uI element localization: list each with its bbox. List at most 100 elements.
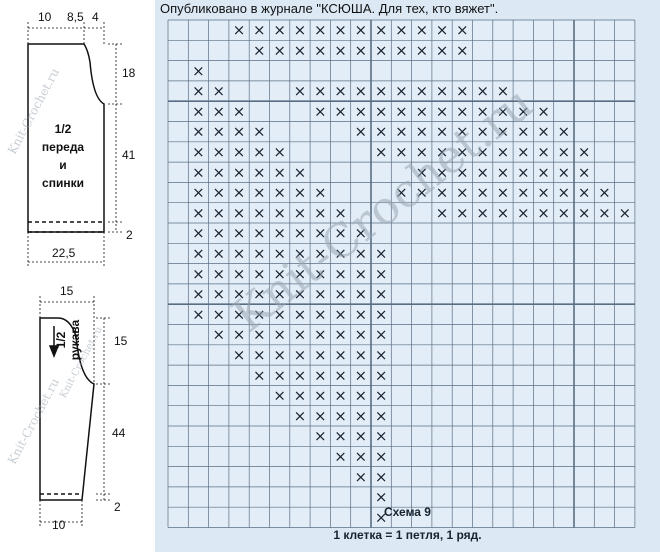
stitch-cross-mark: × [273,366,286,384]
stitch-cross-mark: × [233,184,246,202]
body-pattern-piece [27,43,105,233]
scheme-title: Схема 9 [384,505,431,519]
stitch-cross-mark: × [253,285,266,303]
sleeve-dim-top: 15 [60,284,74,298]
stitch-cross-mark: × [497,102,510,120]
stitch-cross-mark: × [273,41,286,59]
stitch-cross-mark: × [436,123,449,141]
stitch-cross-mark: × [334,387,347,405]
stitch-cross-mark: × [334,204,347,222]
sleeve-dim-height-2: 44 [112,426,126,440]
stitch-cross-mark: × [294,163,307,181]
stitch-cross-mark: × [314,21,327,39]
stitch-cross-mark: × [233,204,246,222]
stitch-cross-mark: × [355,102,368,120]
body-label-line-3: и [59,158,67,172]
sleeve-dim-bottom: 10 [52,518,66,532]
stitch-cross-mark: × [436,102,449,120]
stitch-cross-mark: × [355,82,368,100]
stitch-cross-mark: × [233,163,246,181]
dim-height-1: 18 [122,66,136,80]
stitch-cross-mark: × [375,285,388,303]
stitch-cross-mark: × [233,143,246,161]
stitch-cross-mark: × [456,102,469,120]
stitch-cross-mark: × [355,224,368,242]
stitch-cross-mark: × [334,224,347,242]
stitch-cross-mark: × [558,143,571,161]
stitch-cross-mark: × [355,326,368,344]
stitch-cross-mark: × [334,407,347,425]
stitch-cross-mark: × [334,447,347,465]
stitch-cross-mark: × [192,143,205,161]
stitch-cross-mark: × [294,224,307,242]
stitch-cross-mark: × [476,123,489,141]
stitch-cross-mark: × [334,265,347,283]
stitch-cross-mark: × [456,163,469,181]
stitch-cross-mark: × [375,21,388,39]
stitch-cross-mark: × [436,163,449,181]
stitch-cross-mark: × [314,326,327,344]
stitch-cross-mark: × [273,184,286,202]
stitch-cross-mark: × [517,163,530,181]
stitch-cross-mark: × [537,163,550,181]
stitch-cross-mark: × [212,204,225,222]
stitch-cross-mark: × [334,285,347,303]
stitch-cross-mark: × [314,305,327,323]
stitch-cross-mark: × [456,204,469,222]
dim-top-3: 4 [92,10,99,24]
stitch-cross-mark: × [375,346,388,364]
stitch-cross-mark: × [273,224,286,242]
stitch-cross-mark: × [294,285,307,303]
stitch-cross-mark: × [334,82,347,100]
stitch-cross-mark: × [537,204,550,222]
stitch-cross-mark: × [395,102,408,120]
stitch-cross-mark: × [415,41,428,59]
stitch-cross-mark: × [415,143,428,161]
stitch-cross-mark: × [558,163,571,181]
stitch-cross-mark: × [436,41,449,59]
stitch-cross-mark: × [598,204,611,222]
stitch-cross-mark: × [415,102,428,120]
stitch-cross-mark: × [497,204,510,222]
stitch-cross-mark: × [517,143,530,161]
stitch-cross-mark: × [294,244,307,262]
stitch-cross-mark: × [334,346,347,364]
stitch-cross-mark: × [294,366,307,384]
stitch-grid [167,19,636,528]
stitch-cross-mark: × [355,265,368,283]
stitch-cross-mark: × [253,265,266,283]
stitch-cross-mark: × [192,82,205,100]
stitch-cross-mark: × [273,204,286,222]
stitch-cross-mark: × [355,41,368,59]
sleeve-dimension-lines [39,296,110,528]
stitch-cross-mark: × [375,123,388,141]
stitch-cross-mark: × [273,244,286,262]
stitch-cross-mark: × [476,143,489,161]
stitch-cross-mark: × [233,21,246,39]
stitch-cross-mark: × [334,305,347,323]
stitch-cross-mark: × [456,143,469,161]
stitch-cross-mark: × [192,102,205,120]
stitch-cross-mark: × [415,82,428,100]
stitch-cross-mark: × [578,204,591,222]
stitch-cross-mark: × [294,184,307,202]
stitch-cross-mark: × [253,326,266,344]
stitch-cross-mark: × [578,143,591,161]
stitch-cross-mark: × [476,184,489,202]
body-label-line-4: спинки [42,176,84,190]
stitch-cross-mark: × [192,265,205,283]
stitch-cross-mark: × [294,326,307,344]
stitch-cross-mark: × [334,244,347,262]
stitch-cross-mark: × [314,204,327,222]
sleeve-dim-height-1: 15 [114,334,128,348]
stitch-cross-mark: × [578,184,591,202]
stitch-cross-mark: × [456,82,469,100]
stitch-marks: × × × × × × × × × × × × × × × × × × × × × × × × × × × × × × × × × × × × × × × ×… [192,21,631,526]
stitch-cross-mark: × [415,163,428,181]
stitch-cross-mark: × [476,82,489,100]
stitch-cross-mark: × [375,447,388,465]
stitch-cross-mark: × [355,285,368,303]
body-label-line-2: переда [41,140,85,154]
stitch-cross-mark: × [334,366,347,384]
stitch-cross-mark: × [355,346,368,364]
